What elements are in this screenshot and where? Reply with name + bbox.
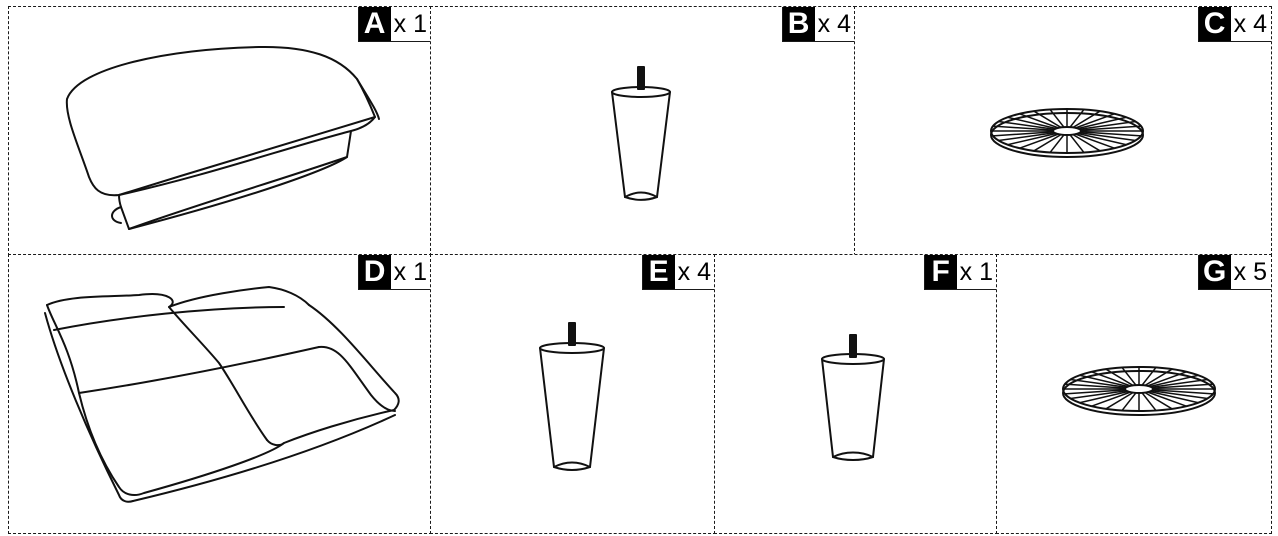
part-quantity: x 1 xyxy=(959,258,993,286)
part-cell-e: E x 4 xyxy=(430,254,716,534)
glide-pad-spoke xyxy=(1049,134,1065,154)
glide-pad-spoke xyxy=(1151,383,1214,389)
glide-pad-spoke xyxy=(1018,133,1060,149)
part-cell-f: F x 1 xyxy=(714,254,998,534)
glide-pad-spoke xyxy=(1069,108,1085,128)
glide-pad-spoke xyxy=(1069,378,1128,389)
part-label-e: E x 4 xyxy=(641,255,715,290)
part-quantity: x 1 xyxy=(393,10,427,38)
part-letter: D xyxy=(358,255,391,289)
part-cell-g: G x 5 xyxy=(996,254,1272,534)
glide-pad-spoke xyxy=(1121,366,1137,386)
part-quantity: x 4 xyxy=(677,258,711,286)
glide-pad-spoke xyxy=(1144,391,1173,410)
glide-pad-spoke xyxy=(1049,108,1065,128)
glide-pad-spoke xyxy=(992,125,1055,131)
glide-pad-spoke xyxy=(1077,116,1128,130)
glide-pad-spoke xyxy=(1121,392,1137,412)
part-cell-c: C x 4 xyxy=(854,6,1272,256)
glide-pad-spoke xyxy=(1018,113,1060,129)
glide-pad-spoke xyxy=(1090,391,1132,407)
glide-pad-spoke xyxy=(1149,390,1200,404)
part-letter: G xyxy=(1198,255,1231,289)
part-label-g: G x 5 xyxy=(1197,255,1271,290)
glide-pad-spoke xyxy=(1064,389,1127,395)
tapered-leg-icon xyxy=(539,322,605,471)
glide-pad-spoke xyxy=(1078,131,1137,142)
glide-pad-spoke xyxy=(992,131,1055,137)
part-quantity: x 1 xyxy=(393,258,427,286)
glide-pad-spoke xyxy=(1074,133,1116,149)
part-quantity: x 4 xyxy=(817,10,851,38)
glide-pad-spoke xyxy=(1141,392,1157,412)
glide-pad-spoke xyxy=(1033,110,1062,129)
back-cushion-icon xyxy=(44,286,400,503)
part-letter: A xyxy=(358,7,391,41)
glide-pad-spoke xyxy=(1079,125,1142,131)
part-cell-b: B x 4 xyxy=(430,6,856,256)
part-quantity: x 5 xyxy=(1233,258,1267,286)
part-label-f: F x 1 xyxy=(923,255,997,290)
round-glide-pad-icon xyxy=(1062,366,1216,416)
glide-pad-spoke xyxy=(1079,131,1142,137)
part-letter: B xyxy=(782,7,815,41)
part-letter: E xyxy=(642,255,675,289)
glide-pad-spoke xyxy=(1069,389,1128,400)
part-label-c: C x 4 xyxy=(1197,7,1271,42)
glide-pad-spoke xyxy=(1144,368,1173,387)
part-label-a: A x 1 xyxy=(357,7,431,42)
part-label-b: B x 4 xyxy=(781,7,855,42)
glide-pad-spoke xyxy=(1064,383,1127,389)
part-cell-d: D x 1 xyxy=(8,254,432,534)
glide-pad-spoke xyxy=(1150,389,1209,400)
part-quantity: x 4 xyxy=(1233,10,1267,38)
glide-pad-spoke xyxy=(1006,132,1057,146)
glide-pad-spoke xyxy=(1078,374,1129,388)
part-letter: C xyxy=(1198,7,1231,41)
glide-pad-spoke xyxy=(1105,391,1134,410)
glide-pad-spoke xyxy=(1069,134,1085,154)
glide-pad-spoke xyxy=(1074,113,1116,129)
glide-pad-spoke xyxy=(1146,371,1188,387)
glide-pad-spoke xyxy=(1006,116,1057,130)
tapered-leg-icon xyxy=(611,66,671,201)
glide-pad-spoke xyxy=(1149,374,1200,388)
glide-pad-spoke xyxy=(1033,133,1062,152)
glide-pad-spoke xyxy=(1072,133,1101,152)
seat-cushion-icon xyxy=(65,45,380,230)
glide-pad-spoke xyxy=(1151,389,1214,395)
glide-pad-spoke xyxy=(1150,378,1209,389)
glide-pad-spoke xyxy=(1090,371,1132,387)
part-letter: F xyxy=(924,255,957,289)
glide-pad-spoke xyxy=(997,131,1056,142)
glide-pad-spoke xyxy=(1078,390,1129,404)
glide-pad-spoke xyxy=(1141,366,1157,386)
part-cell-a: A x 1 xyxy=(8,6,432,256)
glide-pad-spoke xyxy=(1146,391,1188,407)
part-label-d: D x 1 xyxy=(357,255,431,290)
glide-pad-spoke xyxy=(1105,368,1134,387)
glide-pad-spoke xyxy=(1072,110,1101,129)
glide-pad-spoke xyxy=(1077,132,1128,146)
glide-pad-spoke xyxy=(997,120,1056,131)
tapered-leg-icon xyxy=(821,334,885,461)
glide-pad-spoke xyxy=(1078,120,1137,131)
round-glide-pad-icon xyxy=(990,108,1144,158)
